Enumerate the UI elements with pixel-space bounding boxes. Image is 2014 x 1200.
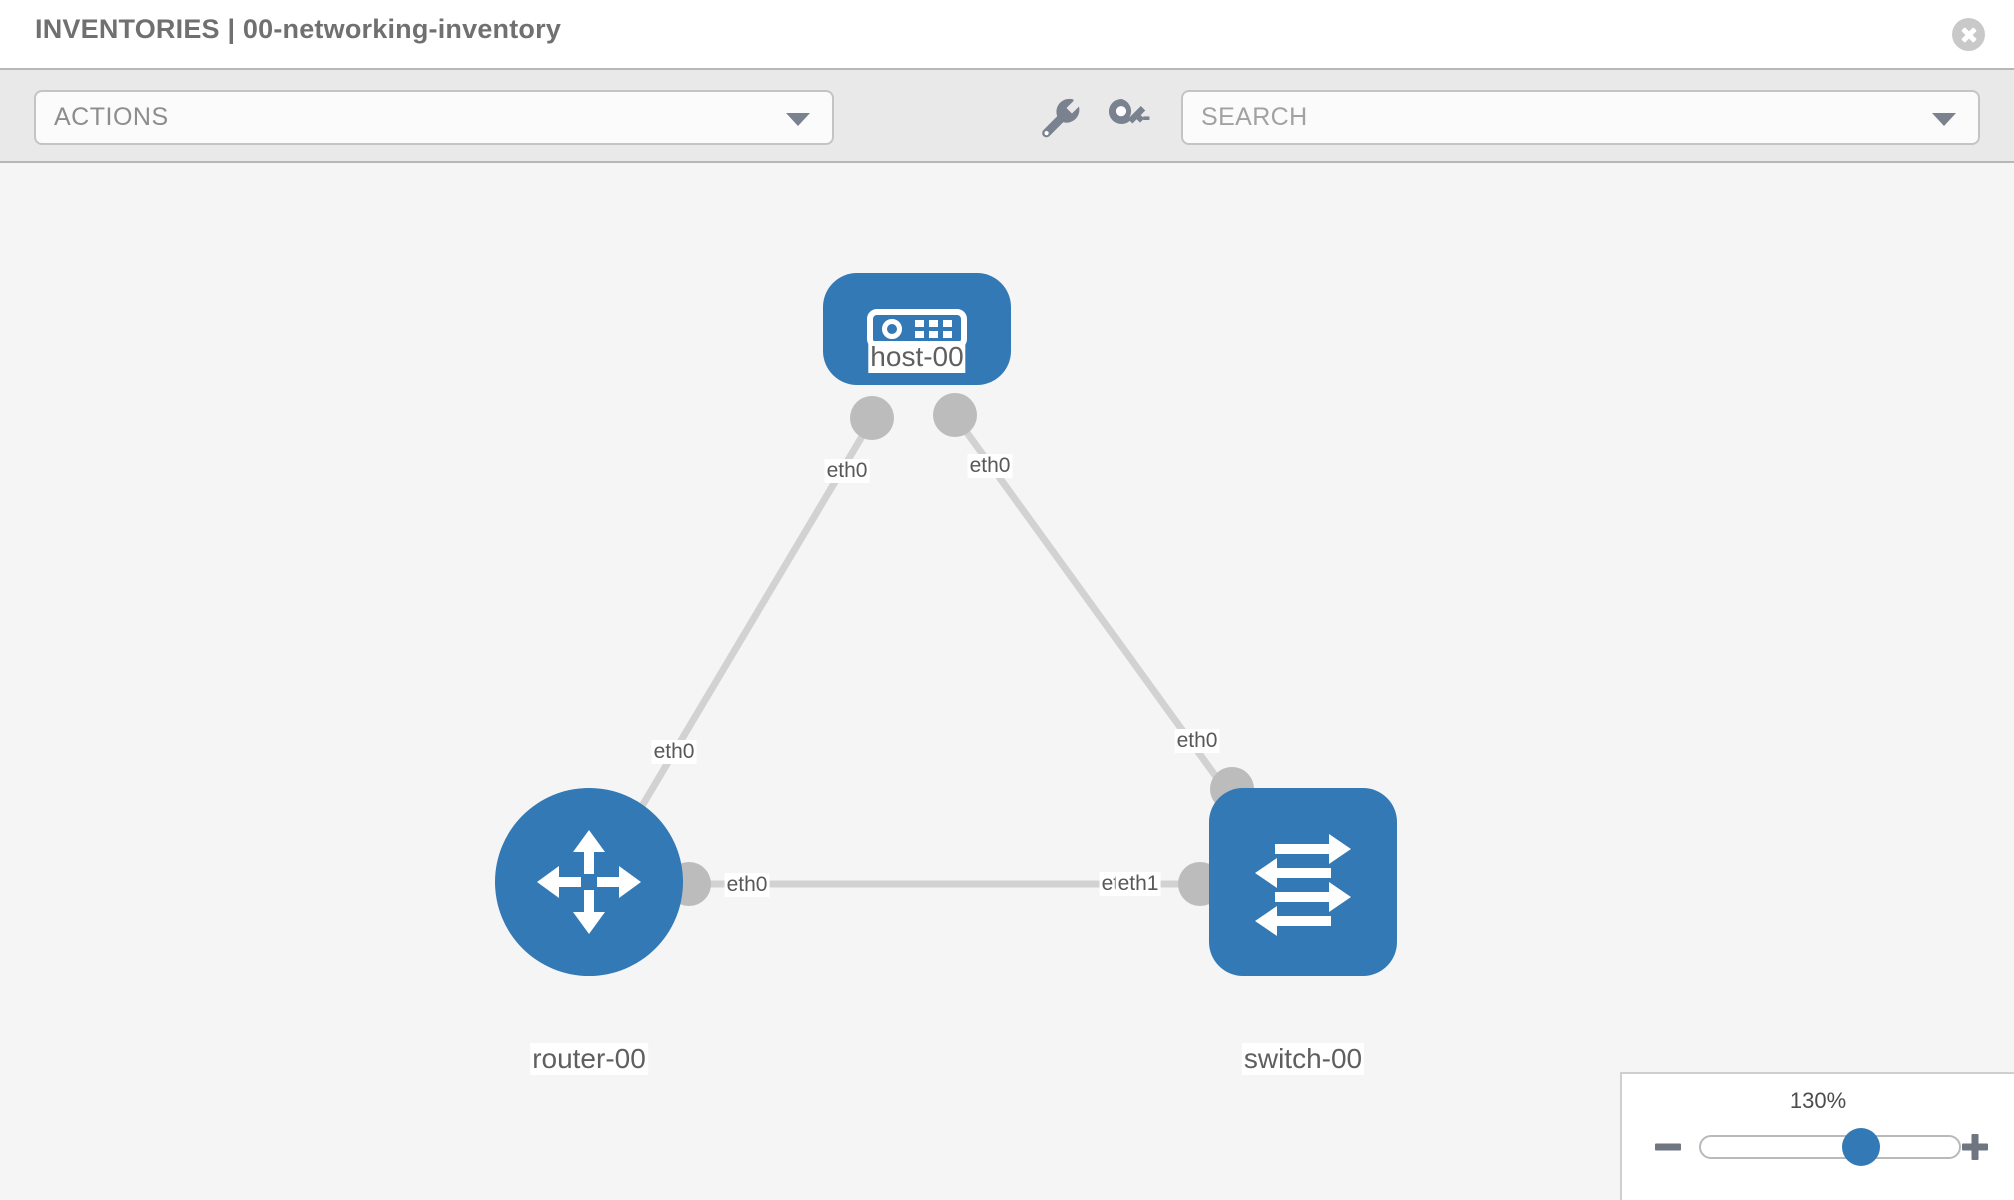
iface-label-router00-eth0: eth0 — [724, 873, 770, 897]
chevron-down-icon — [786, 112, 810, 126]
node-label-host-00: host-00 — [868, 341, 966, 373]
node-router-00[interactable] — [495, 788, 683, 976]
topology-canvas[interactable]: host-00 router-00 switch-00 eth0 eth0 et… — [0, 163, 2014, 1200]
search-placeholder: SEARCH — [1201, 103, 1308, 131]
page-title: INVENTORIES | 00-networking-inventory — [35, 14, 562, 44]
edge-host00-router00 — [616, 421, 874, 845]
zoom-level-value: 130% — [1789, 1088, 1847, 1113]
key-icon[interactable] — [1102, 92, 1154, 144]
actions-dropdown[interactable]: ACTIONS — [34, 90, 834, 145]
zoom-slider-thumb[interactable] — [1841, 1128, 1880, 1166]
iface-label-host00-eth0-left: eth0 — [824, 459, 870, 483]
iface-label-router00-uplink-eth0: eth0 — [651, 740, 697, 764]
node-label-switch-00: switch-00 — [1241, 1043, 1365, 1075]
node-switch-00[interactable] — [1209, 788, 1397, 976]
page-header: INVENTORIES | 00-networking-inventory — [0, 0, 2014, 68]
chevron-down-icon — [1932, 112, 1956, 126]
close-icon[interactable] — [1952, 18, 1985, 51]
node-label-router-00: router-00 — [530, 1043, 648, 1075]
zoom-slider[interactable] — [1699, 1128, 1961, 1166]
zoom-out-button[interactable] — [1651, 1130, 1685, 1164]
toolbar: ACTIONS SEARCH — [0, 68, 2014, 163]
actions-dropdown-label: ACTIONS — [54, 103, 169, 131]
iface-label-host00-eth0-right: eth0 — [967, 454, 1013, 478]
zoom-control-panel: 130% — [1620, 1072, 2014, 1200]
port-host00-eth0-right — [933, 393, 977, 437]
switch-arrows-icon — [1255, 834, 1351, 936]
search-input[interactable]: SEARCH — [1181, 90, 1980, 145]
wrench-icon[interactable] — [1034, 92, 1086, 144]
iface-label-switch00-eth1: eth1 — [1115, 872, 1161, 896]
router-arrows-icon — [537, 830, 641, 934]
port-host00-eth0-left — [850, 396, 894, 440]
zoom-in-button[interactable] — [1958, 1130, 1992, 1164]
iface-label-switch00-uplink-eth0: eth0 — [1174, 729, 1220, 753]
